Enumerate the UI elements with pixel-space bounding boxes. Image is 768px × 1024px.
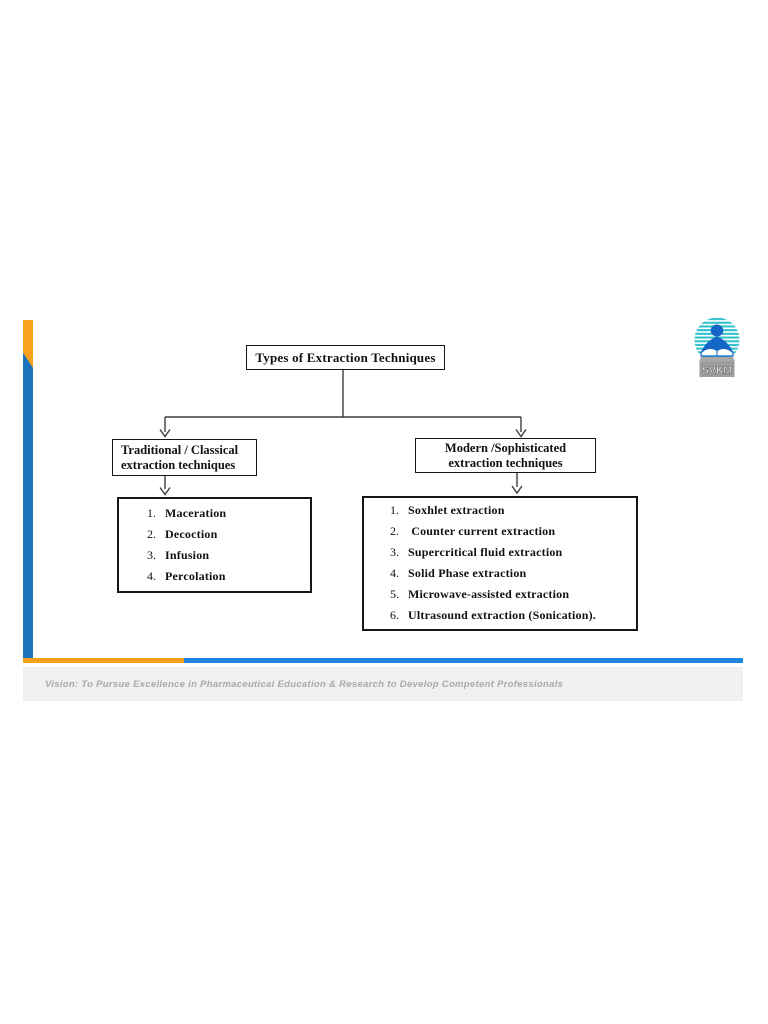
list-item-number: 5. bbox=[390, 587, 399, 601]
traditional-items-box: 1. Maceration 2. Decoction 3. Infusion 4… bbox=[117, 497, 312, 593]
logo-pedestal: SVKM bbox=[699, 357, 735, 377]
list-item: 6. Ultrasound extraction (Sonication). bbox=[390, 608, 636, 629]
list-item-number: 3. bbox=[147, 548, 156, 562]
svkm-logo-graphic: SVKM bbox=[694, 318, 740, 377]
list-item-label: Solid Phase extraction bbox=[408, 566, 527, 580]
left-list-arrowhead bbox=[159, 487, 171, 496]
list-item-label: Ultrasound extraction (Sonication). bbox=[408, 608, 596, 622]
list-item: 4. Solid Phase extraction bbox=[390, 566, 636, 587]
list-item-number: 4. bbox=[390, 566, 399, 580]
branch-traditional-node: Traditional / Classical extraction techn… bbox=[112, 439, 257, 476]
list-item-number: 1. bbox=[147, 506, 156, 520]
logo-reader-figure bbox=[700, 324, 734, 357]
left-branch-arrowhead bbox=[159, 429, 171, 438]
vision-footer: Vision: To Pursue Excellence in Pharmace… bbox=[23, 667, 743, 701]
list-item-label: Decoction bbox=[165, 527, 218, 541]
list-item-label: Infusion bbox=[165, 548, 210, 562]
list-item: 1. Maceration bbox=[147, 506, 310, 527]
list-item-number: 2. bbox=[390, 524, 399, 538]
branch-modern-title-line2: extraction techniques bbox=[448, 456, 563, 470]
list-item-number: 1. bbox=[390, 503, 399, 517]
list-item-label: Supercritical fluid extraction bbox=[408, 545, 563, 559]
list-item: 1. Soxhlet extraction bbox=[390, 503, 636, 524]
branch-modern-node: Modern /Sophisticated extraction techniq… bbox=[415, 438, 596, 473]
vision-footer-text: Vision: To Pursue Excellence in Pharmace… bbox=[45, 678, 564, 690]
list-item: 5. Microwave-assisted extraction bbox=[390, 587, 636, 608]
right-list-arrowhead bbox=[511, 485, 523, 495]
svkm-logo-text: SVKM bbox=[702, 365, 733, 377]
list-item-number: 3. bbox=[390, 545, 399, 559]
list-item-label: Counter current extraction bbox=[408, 524, 556, 538]
root-node: Types of Extraction Techniques bbox=[246, 345, 445, 370]
branch-traditional-title-line1: Traditional / Classical bbox=[121, 443, 239, 457]
left-accent-bar-blue bbox=[23, 322, 33, 658]
left-accent-bar-orange bbox=[23, 320, 33, 368]
list-item: 4. Percolation bbox=[147, 569, 310, 590]
list-item-label: Percolation bbox=[165, 569, 226, 583]
list-item-number: 2. bbox=[147, 527, 156, 541]
list-item: 3. Infusion bbox=[147, 548, 310, 569]
list-item-label: Soxhlet extraction bbox=[408, 503, 505, 517]
list-item-label: Microwave-assisted extraction bbox=[408, 587, 570, 601]
branch-traditional-title-line2: extraction techniques bbox=[121, 458, 236, 472]
list-item-number: 6. bbox=[390, 608, 399, 622]
list-item-number: 4. bbox=[147, 569, 156, 583]
svkm-logo: SVKM bbox=[688, 317, 746, 380]
modern-items-box: 1. Soxhlet extraction 2. Counter current… bbox=[362, 496, 638, 631]
footer-accent-bar-blue bbox=[184, 658, 743, 663]
branch-modern-title-line1: Modern /Sophisticated bbox=[444, 441, 567, 455]
list-item-label: Maceration bbox=[165, 506, 227, 520]
list-item: 3. Supercritical fluid extraction bbox=[390, 545, 636, 566]
footer-accent-bar-orange bbox=[23, 658, 184, 663]
list-item: 2. Counter current extraction bbox=[390, 524, 636, 545]
right-branch-arrowhead bbox=[515, 429, 527, 438]
list-item: 2. Decoction bbox=[147, 527, 310, 548]
root-node-label: Types of Extraction Techniques bbox=[255, 349, 436, 365]
